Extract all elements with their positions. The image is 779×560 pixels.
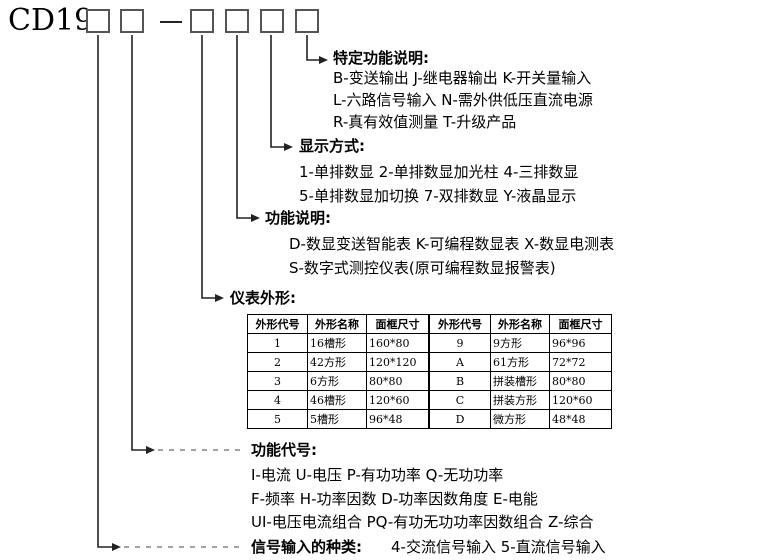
th-frame-size: 面框尺寸 [366, 314, 430, 334]
cell-size: 80*80 [549, 371, 612, 391]
connector-display [270, 35, 285, 148]
function-line-1: D-数显变送智能表 K-可编程数显表 X-数显电测表 [289, 235, 615, 253]
arrow-function [251, 214, 260, 222]
th-shape-code-2: 外形代号 [428, 314, 491, 334]
model-prefix: CD19 [8, 3, 94, 38]
table-row: 2 42方形 120*120 A 61方形 72*72 [247, 352, 612, 372]
cell-name: 61方形 [490, 352, 550, 372]
cell-name: 拼装槽形 [490, 371, 550, 391]
connector-signal [97, 35, 113, 548]
table-row: 1 16槽形 160*80 9 9方形 96*96 [247, 333, 612, 353]
special-line-1: B-变送输出 J-继电器输出 K-开关量输入 [333, 69, 592, 87]
cell-code: C [428, 390, 491, 410]
table-row: 3 6方形 80*80 B 拼装槽形 80*80 [247, 371, 612, 391]
cell-name: 拼装方形 [490, 390, 550, 410]
connector-func-code [131, 35, 147, 451]
arrow-signal [112, 543, 121, 551]
cell-name: 46槽形 [307, 390, 367, 410]
cell-code: 9 [428, 333, 491, 353]
shape-title: 仪表外形: [230, 289, 296, 307]
cell-size: 96*96 [549, 333, 612, 353]
code-box-function [225, 9, 249, 33]
cell-size: 96*48 [366, 409, 430, 429]
display-line-1: 1-单排数显 2-单排数显加光柱 4-三排数显 [299, 163, 579, 181]
code-box-signal [86, 9, 110, 33]
cell-name: 6方形 [307, 371, 367, 391]
cell-name: 微方形 [490, 409, 550, 429]
cell-size: 160*80 [366, 333, 430, 353]
display-line-2: 5-单排数显加切换 7-双排数显 Y-液晶显示 [299, 187, 577, 205]
signal-text: 4-交流信号输入 5-直流信号输入 [391, 538, 606, 556]
arrow-shape [215, 294, 224, 302]
code-box-func-code [120, 9, 144, 33]
cell-size: 48*48 [549, 409, 612, 429]
cell-code: A [428, 352, 491, 372]
shape-table: 外形代号 外形名称 面框尺寸 外形代号 外形名称 面框尺寸 1 16槽形 160… [247, 314, 612, 429]
code-dash [160, 21, 182, 23]
cell-code: D [428, 409, 491, 429]
connector-shape [201, 35, 216, 299]
connector-special [306, 35, 320, 61]
cell-code: 4 [247, 390, 308, 410]
func-code-line-3: UI-电压电流组合 PQ-有功无功功率因数组合 Z-综合 [251, 513, 594, 531]
cell-name: 16槽形 [307, 333, 367, 353]
th-shape-code: 外形代号 [247, 314, 308, 334]
function-line-2: S-数字式测控仪表(原可编程数显报警表) [289, 259, 556, 277]
cell-name: 42方形 [307, 352, 367, 372]
code-box-display [260, 9, 284, 33]
cell-code: 5 [247, 409, 308, 429]
connector-function [236, 35, 252, 219]
func-code-title: 功能代号: [251, 441, 317, 459]
arrow-special [319, 56, 328, 64]
special-title: 特定功能说明: [333, 49, 429, 67]
th-shape-name-2: 外形名称 [490, 314, 550, 334]
code-box-shape [190, 9, 214, 33]
special-line-2: L-六路信号输入 N-需外供低压直流电源 [333, 91, 593, 109]
cell-size: 120*120 [366, 352, 430, 372]
cell-size: 72*72 [549, 352, 612, 372]
func-code-line-1: I-电流 U-电压 P-有功功率 Q-无功功率 [251, 466, 504, 484]
arrow-display [284, 143, 293, 151]
cell-code: 1 [247, 333, 308, 353]
cell-code: 2 [247, 352, 308, 372]
display-title: 显示方式: [299, 137, 365, 155]
cell-code: B [428, 371, 491, 391]
cell-name: 9方形 [490, 333, 550, 353]
cell-size: 120*60 [366, 390, 430, 410]
code-box-special [295, 9, 319, 33]
special-line-3: R-真有效值测量 T-升级产品 [333, 113, 517, 131]
cell-name: 5槽形 [307, 409, 367, 429]
arrow-func-code [146, 446, 155, 454]
table-header-row: 外形代号 外形名称 面框尺寸 外形代号 外形名称 面框尺寸 [247, 314, 612, 334]
cell-size: 80*80 [366, 371, 430, 391]
th-frame-size-2: 面框尺寸 [549, 314, 612, 334]
table-row: 4 46槽形 120*60 C 拼装方形 120*60 [247, 390, 612, 410]
th-shape-name: 外形名称 [307, 314, 367, 334]
table-row: 5 5槽形 96*48 D 微方形 48*48 [247, 409, 612, 429]
function-title: 功能说明: [265, 209, 331, 227]
signal-title: 信号输入的种类: [251, 538, 362, 556]
func-code-line-2: F-频率 H-功率因数 D-功率因数角度 E-电能 [251, 490, 538, 508]
cell-size: 120*60 [549, 390, 612, 410]
cell-code: 3 [247, 371, 308, 391]
